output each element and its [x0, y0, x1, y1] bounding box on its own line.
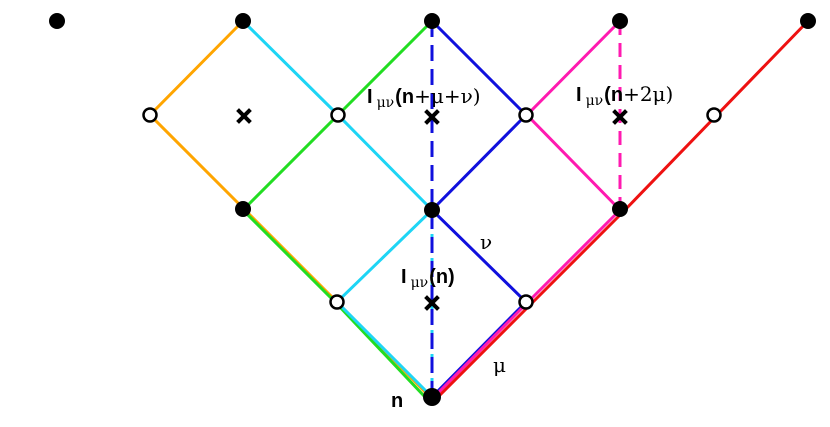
site-filled [235, 13, 251, 29]
orange-path [147, 19, 430, 397]
cyan-path [241, 19, 435, 399]
green-path [240, 19, 434, 399]
site-filled [235, 201, 251, 217]
site-open [518, 294, 534, 310]
site-open [329, 294, 345, 310]
site-filled [424, 13, 440, 29]
cross-icon [424, 109, 440, 125]
blue-path [429, 19, 529, 399]
magenta-path [432, 19, 623, 399]
site-n [423, 388, 441, 406]
label-direction-nu: ν [480, 230, 492, 254]
plaquette-centers [236, 108, 628, 311]
site-open [142, 107, 158, 123]
cross-icon [612, 109, 628, 125]
cross-icon [236, 108, 252, 124]
site-open [518, 107, 534, 123]
site-open [330, 107, 346, 123]
site-filled [424, 202, 440, 218]
site-filled [49, 13, 65, 29]
open-sites [142, 107, 722, 310]
filled-sites [49, 13, 816, 406]
site-filled [800, 13, 816, 29]
label-direction-mu: μ [493, 353, 506, 377]
site-open [706, 107, 722, 123]
label-site-n: n [391, 390, 403, 412]
site-filled [612, 13, 628, 29]
site-filled [612, 201, 628, 217]
cross-icon [424, 295, 440, 311]
